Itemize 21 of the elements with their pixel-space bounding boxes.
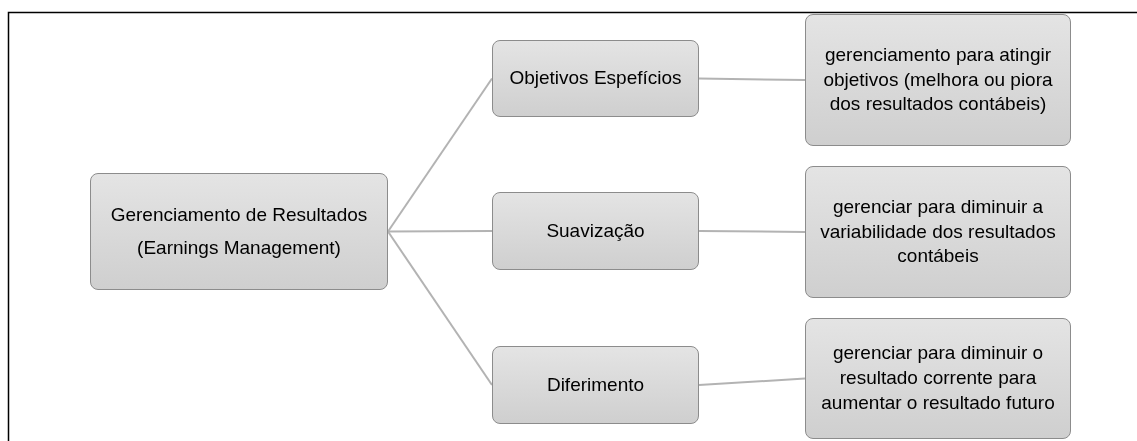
rounded-box xyxy=(805,166,1071,298)
box-text: gerenciar para diminuir o resultado corrente para aumentar o resultado futuro xyxy=(820,341,1056,415)
rounded-box xyxy=(492,346,699,424)
connector-line xyxy=(698,77,806,81)
rounded-box xyxy=(90,173,388,290)
connector-line xyxy=(698,230,806,233)
connector-line xyxy=(387,77,493,233)
box-text: gerenciamento para atingir objetivos (melhora ou piora dos resultados contábeis) xyxy=(822,42,1054,117)
box-text: (Earnings Management) xyxy=(137,235,341,260)
rounded-box xyxy=(492,40,699,117)
rounded-box xyxy=(805,318,1071,439)
connector-line xyxy=(387,230,493,233)
box-text: Diferimento xyxy=(546,372,645,397)
rounded-box xyxy=(492,192,699,270)
rounded-box xyxy=(805,14,1071,146)
box-text: Suavização xyxy=(546,218,645,243)
connector-line xyxy=(387,230,493,386)
box-text: Objetivos Espefícios xyxy=(509,66,682,91)
box-text: Gerenciamento de Resultados xyxy=(110,202,368,227)
box-text: gerenciar para diminuir a variabilidade dos resultados contábeis xyxy=(819,194,1057,269)
connector-line xyxy=(698,377,806,386)
